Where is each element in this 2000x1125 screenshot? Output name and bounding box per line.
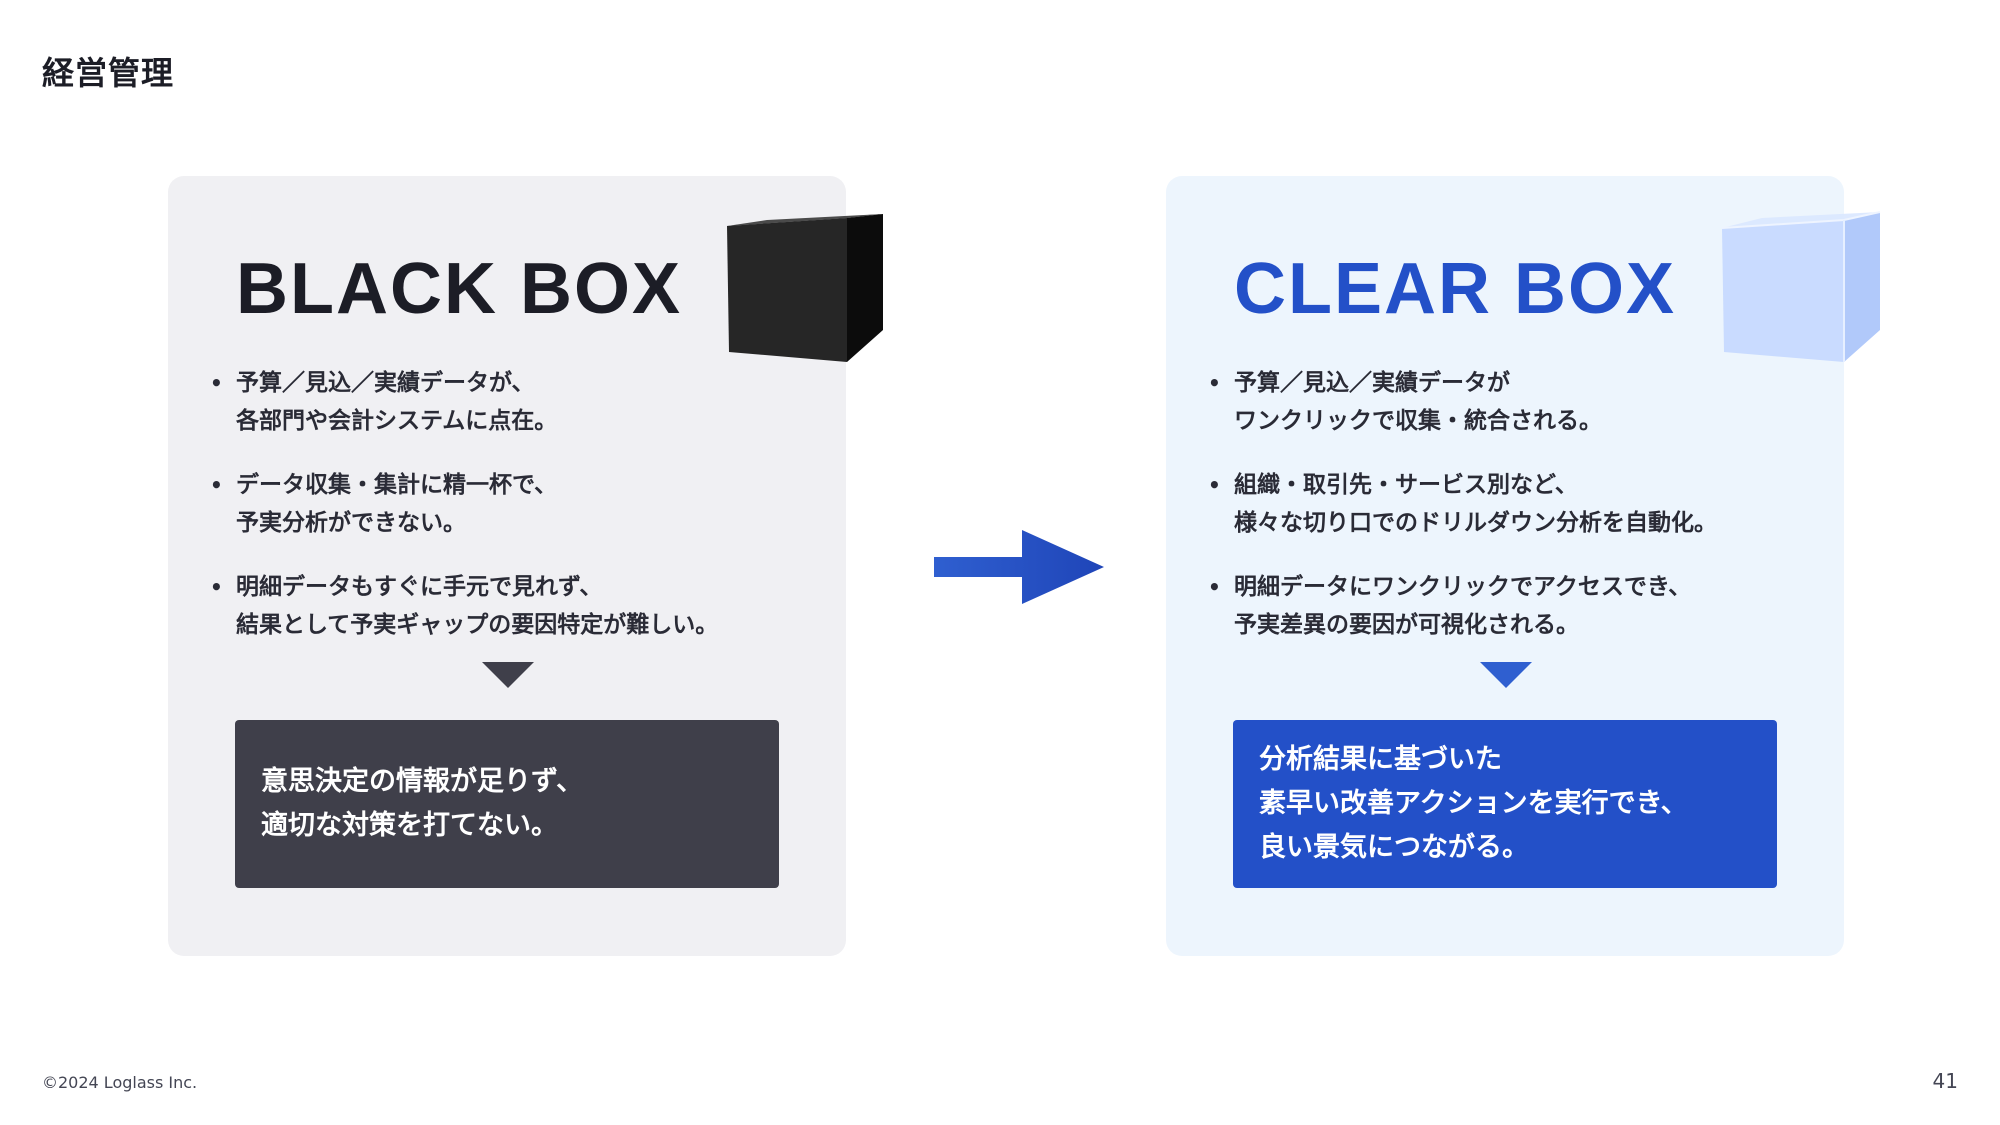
clear-box-heading: CLEAR BOX [1234,249,1677,329]
bullet-text: 組織・取引先・サービス別など、 [1234,472,1578,498]
bullet-text: 明細データもすぐに手元で見れず、 [236,574,603,600]
bullet-text: 予実差異の要因が可視化される。 [1234,612,1579,638]
list-item: • データ収集・集計に精一杯で、 予実分析ができない。 [210,466,820,542]
bullet-text: 様々な切り口でのドリルダウン分析を自動化。 [1234,510,1717,536]
right-arrow-icon [934,530,1104,604]
page-title: 経営管理 [42,54,175,92]
black-cube-icon [727,214,883,362]
list-item: • 組織・取引先・サービス別など、 様々な切り口でのドリルダウン分析を自動化。 [1208,466,1818,542]
result-text: 意思決定の情報が足りず、 [261,766,584,797]
list-item: • 明細データもすぐに手元で見れず、 結果として予実ギャップの要因特定が難しい。 [210,568,820,644]
page-number: 41 [1932,1069,1958,1093]
down-triangle-icon [1480,662,1532,688]
black-box-heading: BLACK BOX [236,249,682,329]
result-text: 分析結果に基づいた [1259,744,1502,775]
result-text: 適切な対策を打てない。 [261,810,558,841]
list-item: • 予算／見込／実績データが ワンクリックで収集・統合される。 [1208,364,1818,440]
black-box-bullet-list: • 予算／見込／実績データが、 各部門や会計システムに点在。 • データ収集・集… [210,364,820,670]
bullet-text: ワンクリックで収集・統合される。 [1234,408,1602,434]
result-text: 良い景気につながる。 [1259,832,1529,863]
clear-cube-icon [1721,211,1881,362]
list-item: • 明細データにワンクリックでアクセスでき、 予実差異の要因が可視化される。 [1208,568,1818,644]
bullet-text: 各部門や会計システムに点在。 [236,408,558,434]
clear-box-panel: CLEAR BOX • 予算／見込／実績データが ワンクリックで収集・統合される… [1166,176,1881,956]
black-box-panel: BLACK BOX • 予算／見込／実績データが、 各部門や会計システムに点在。… [168,176,883,956]
bullet-text: データ収集・集計に精一杯で、 [236,472,558,498]
clear-box-bullet-list: • 予算／見込／実績データが ワンクリックで収集・統合される。 • 組織・取引先… [1208,364,1818,670]
bullet-dot: • [1208,575,1221,599]
down-triangle-icon [482,662,534,688]
list-item: • 予算／見込／実績データが、 各部門や会計システムに点在。 [210,364,820,440]
result-text: 素早い改善アクションを実行でき、 [1259,788,1688,819]
bullet-text: 予算／見込／実績データが、 [236,370,535,396]
bullet-dot: • [210,473,223,497]
bullet-dot: • [1208,473,1221,497]
bullet-text: 予実分析ができない。 [236,510,466,536]
bullet-text: 予算／見込／実績データが [1234,370,1510,396]
bullet-dot: • [210,371,223,395]
bullet-text: 明細データにワンクリックでアクセスでき、 [1234,574,1692,600]
black-box-result: 意思決定の情報が足りず、 適切な対策を打てない。 [235,720,779,888]
bullet-text: 結果として予実ギャップの要因特定が難しい。 [236,612,719,638]
bullet-dot: • [1208,371,1221,395]
clear-box-result: 分析結果に基づいた 素早い改善アクションを実行でき、 良い景気につながる。 [1233,720,1777,888]
bullet-dot: • [210,575,223,599]
copyright: ©2024 Loglass Inc. [42,1073,198,1092]
